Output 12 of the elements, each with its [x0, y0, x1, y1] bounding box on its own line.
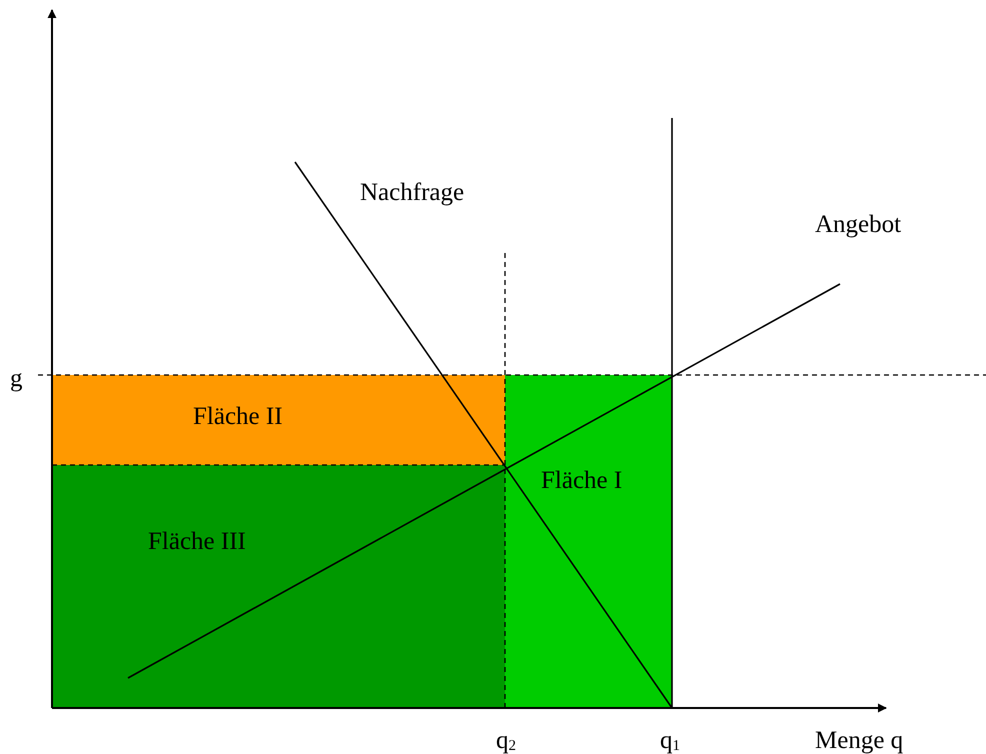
- shaded-area: [52, 375, 505, 465]
- axis-tick-label: q$_{2}$: [496, 728, 516, 753]
- axis-tick-label: q$_{1}$: [660, 728, 680, 753]
- area-label: Fläche II: [193, 403, 283, 431]
- axis-title: Menge q: [815, 728, 904, 753]
- area-label: Fläche I: [541, 467, 622, 495]
- shaded-area: [505, 375, 672, 708]
- curve-label: Angebot: [815, 212, 902, 237]
- area-label: Fläche III: [148, 528, 246, 556]
- axis-tick-label: g: [10, 366, 22, 391]
- shaded-area: [52, 465, 505, 708]
- curve-label: Nachfrage: [360, 180, 464, 205]
